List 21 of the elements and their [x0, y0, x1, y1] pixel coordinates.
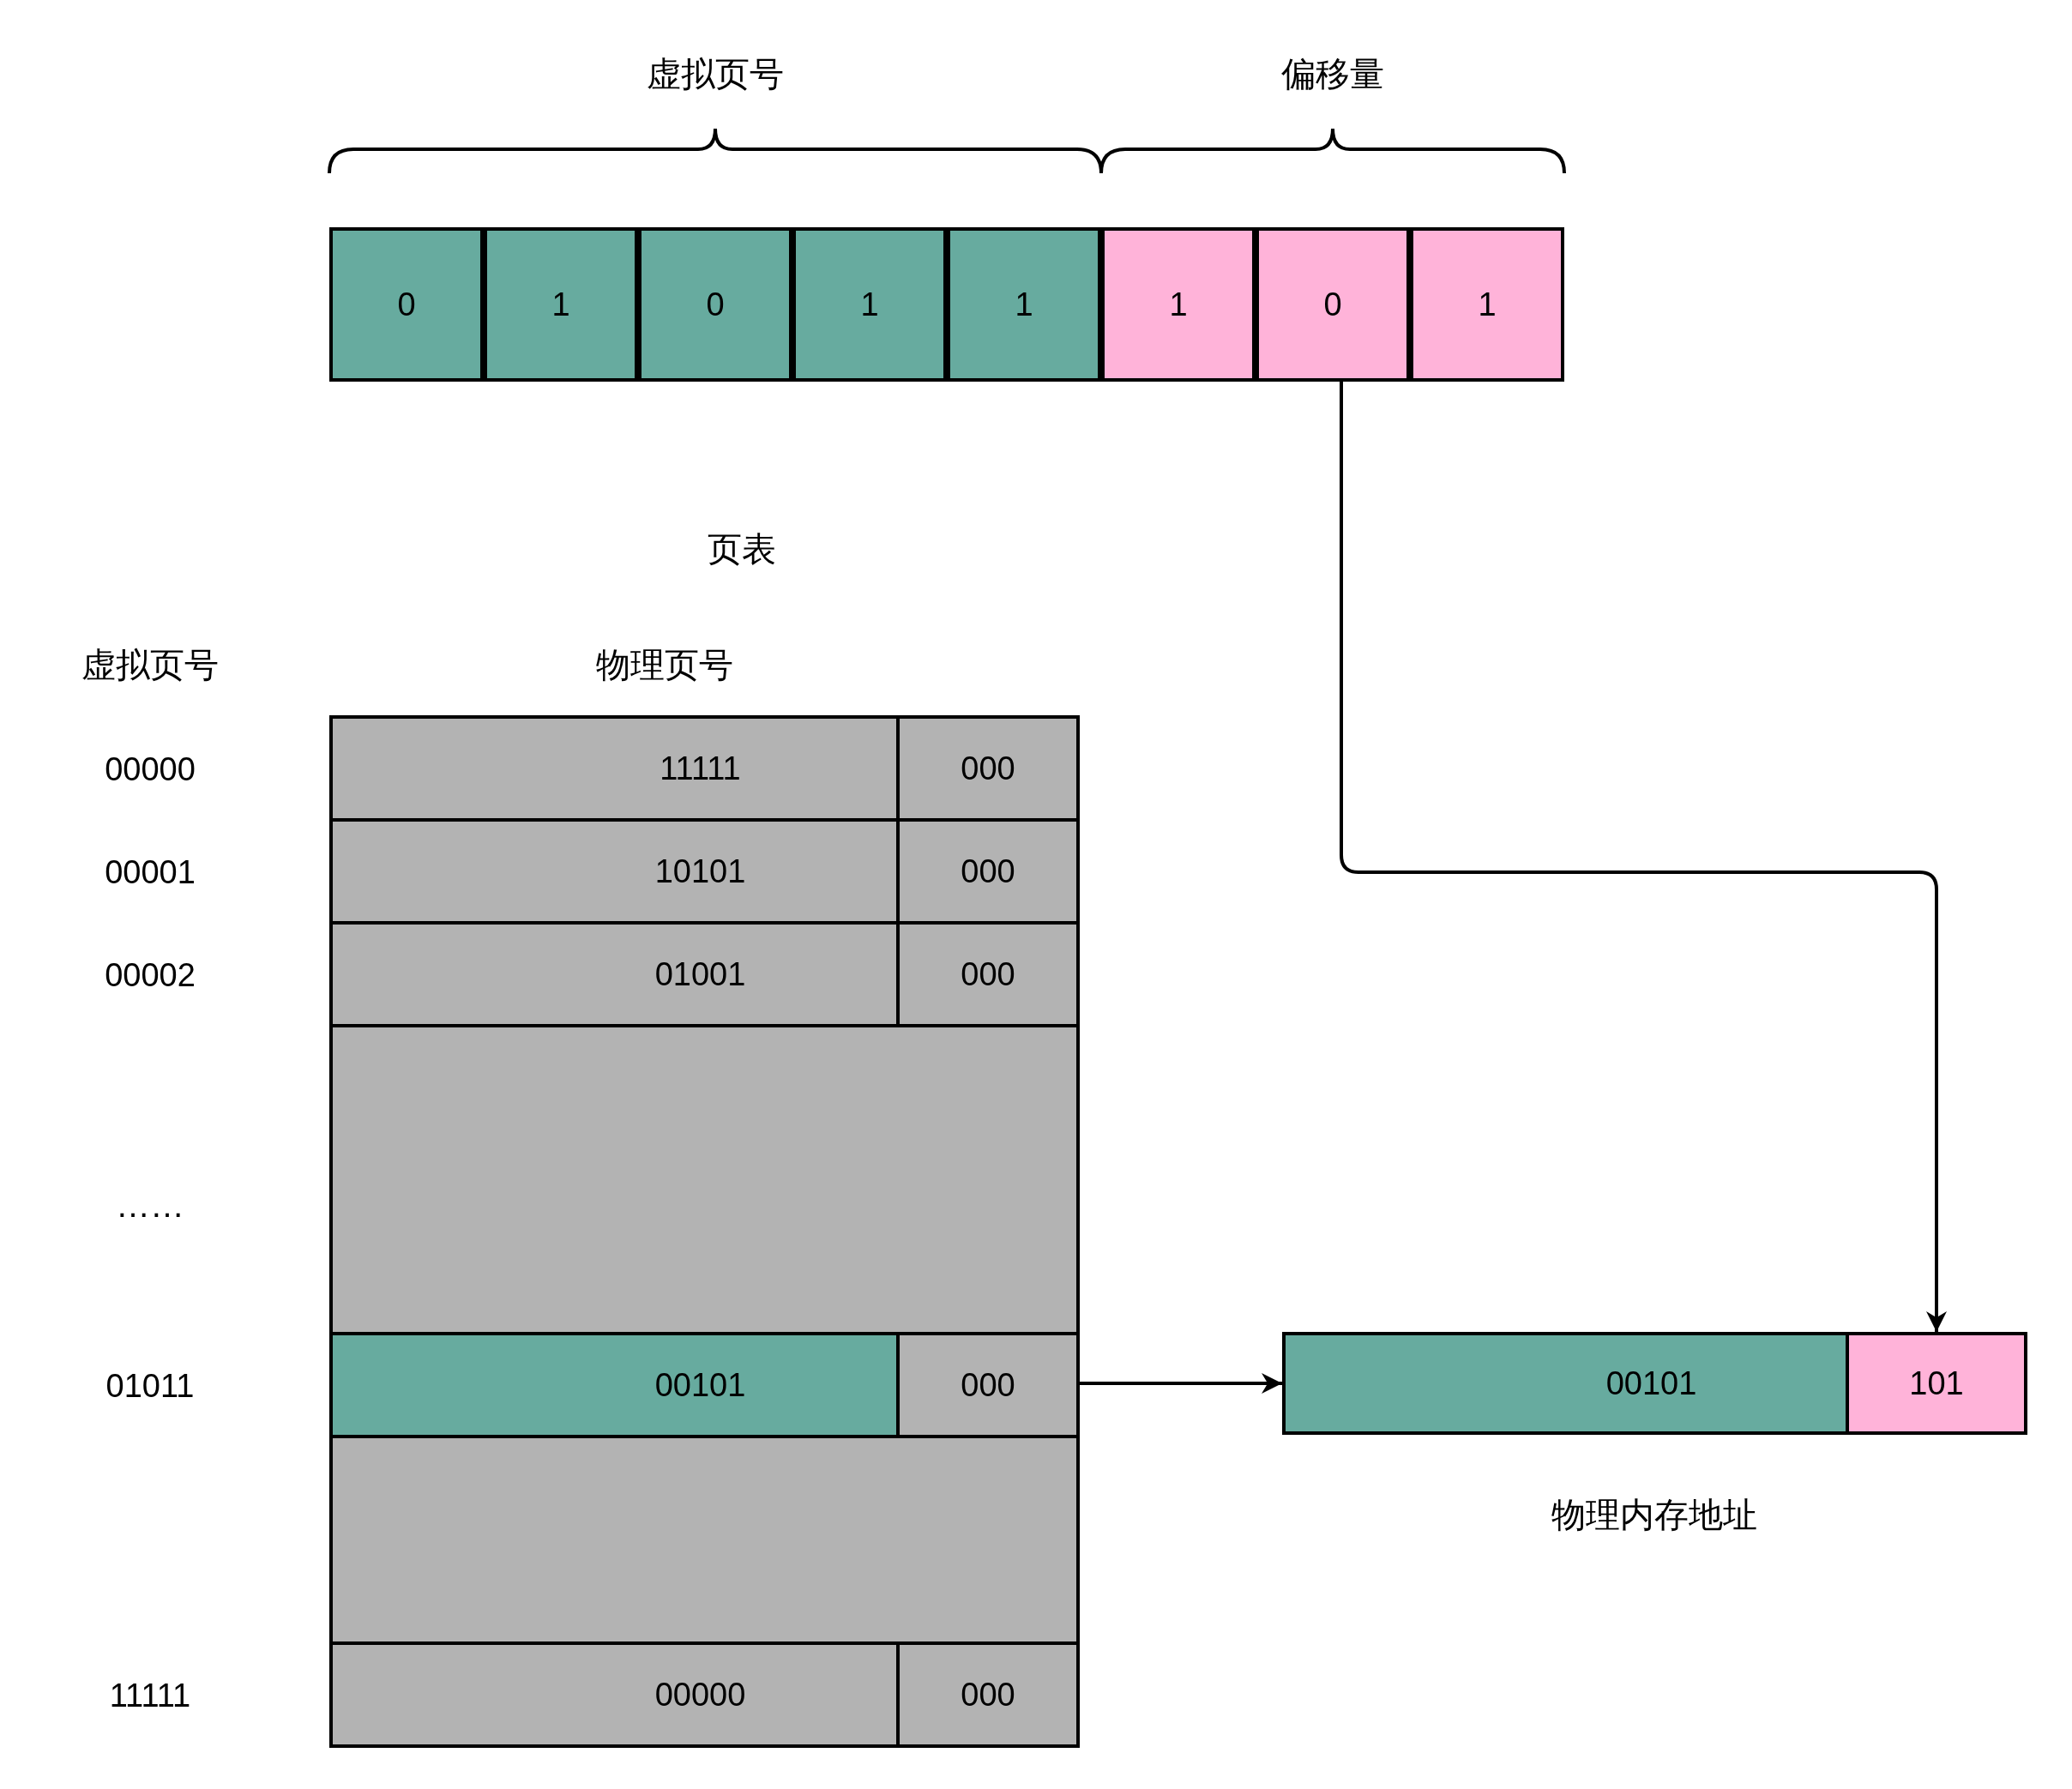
row-label: 00001: [105, 853, 196, 891]
bit-cell: 1: [484, 227, 638, 382]
row-label: 11111: [109, 1677, 191, 1714]
row-label: 00002: [105, 956, 196, 994]
row-label: 00000: [105, 750, 196, 788]
bit-cell: 1: [792, 227, 947, 382]
bit-cell: 1: [947, 227, 1101, 382]
bit-cell: 1: [1410, 227, 1564, 382]
bit-cell: 1: [1101, 227, 1256, 382]
bit-cell: 0: [1256, 227, 1410, 382]
bit-cell: 0: [638, 227, 792, 382]
arrow: [1340, 382, 1947, 1332]
ellipsis-label: ……: [116, 1185, 184, 1225]
column-heading: 虚拟页号: [81, 644, 219, 685]
column-heading: 物理页号: [596, 644, 733, 685]
bit-cell: 0: [329, 227, 484, 382]
bracket-label: 偏移量: [1281, 53, 1384, 94]
bracket-label: 虚拟页号: [647, 53, 784, 94]
caption: 物理内存地址: [1551, 1494, 1757, 1535]
table-title: 页表: [708, 528, 776, 569]
row-label: 01011: [105, 1367, 195, 1405]
